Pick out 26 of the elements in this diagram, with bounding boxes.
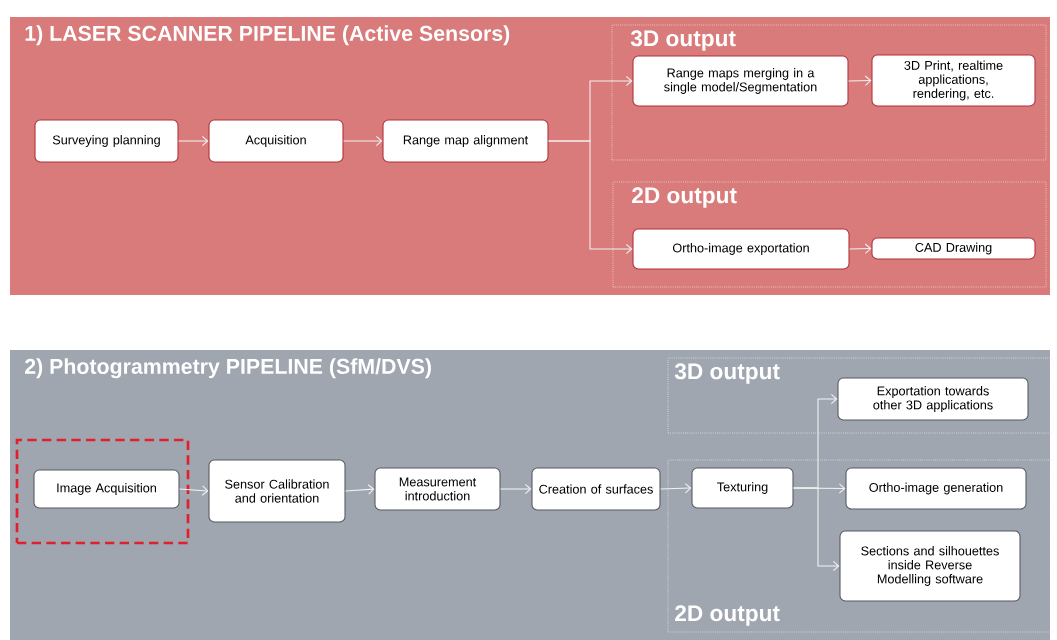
process-box: Acquisition (208, 119, 344, 163)
arrow (793, 487, 840, 572)
arrow (179, 485, 209, 496)
process-box: 3D Print, realtime applications, rendering, etc. (871, 54, 1036, 107)
process-box: Texturing (691, 467, 794, 509)
process-box: CAD Drawing (871, 237, 1036, 260)
process-box: Exportation towards other 3D applications (837, 377, 1029, 421)
process-box: Measurement introduction (374, 467, 501, 511)
process-box: Ortho-image generation (845, 467, 1027, 510)
process-box: Sensor Calibration and orientation (208, 459, 346, 523)
highlight-box (15, 438, 190, 545)
arrow (343, 135, 383, 147)
process-box: Creation of surfaces (531, 467, 661, 511)
process-box: Ortho-image exportation (632, 228, 850, 270)
arrow (500, 483, 532, 495)
arrow (849, 243, 872, 254)
process-box: Range maps merging in a single model/Segmentation (632, 55, 849, 107)
process-box: Surveying planning (34, 119, 179, 163)
process-box: Image Acquisition (33, 469, 180, 509)
arrow (848, 75, 872, 86)
arrow (660, 483, 692, 494)
process-box: Sections and silhouettes inside Reverse Modelling software (839, 530, 1021, 602)
arrow (548, 140, 633, 255)
arrow (345, 484, 375, 495)
arrow (178, 135, 209, 147)
process-box: Range map alignment (382, 119, 549, 163)
